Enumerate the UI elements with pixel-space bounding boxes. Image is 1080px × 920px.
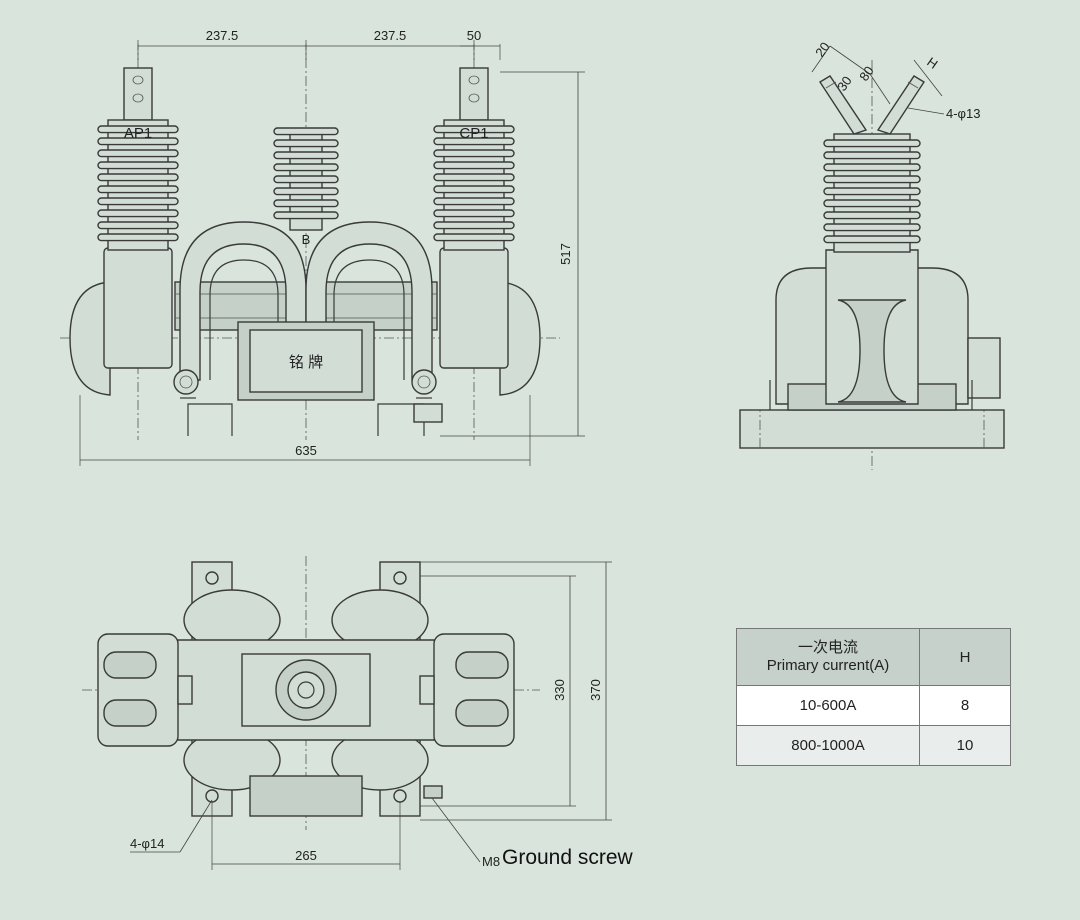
nameplate-label: 铭 牌 <box>289 354 323 371</box>
dim-right-span: 237.5 <box>374 28 407 43</box>
dim-terminal-width: 50 <box>467 28 481 43</box>
table-row: 800-1000A 10 <box>736 725 1011 766</box>
insulator-shed <box>433 233 515 242</box>
insulator-shed <box>273 175 339 184</box>
header-primary-current: 一次电流 Primary current(A) <box>736 628 920 686</box>
dim-30: 30 <box>834 73 855 93</box>
insulator-shed <box>273 211 339 220</box>
insulator-shed <box>273 151 339 160</box>
insulator-shed <box>97 185 179 194</box>
insulator-shed <box>823 163 921 172</box>
dim-inner-height: 330 <box>552 679 567 701</box>
insulator-shed <box>97 209 179 218</box>
dim-overall-width: 635 <box>295 443 317 458</box>
insulator-shed <box>97 197 179 206</box>
dim-80: 80 <box>856 63 877 83</box>
insulator-shed <box>97 137 179 146</box>
insulator-shed <box>97 125 179 134</box>
header-line-en: Primary current(A) <box>766 657 890 674</box>
insulator-shed <box>97 173 179 182</box>
insulator-shed <box>273 163 339 172</box>
insulator-shed <box>97 221 179 230</box>
insulator-shed <box>823 139 921 148</box>
table-row: 10-600A 8 <box>736 685 1011 726</box>
insulator-shed <box>823 235 921 244</box>
dim-20: 20 <box>812 39 833 59</box>
header-line-cn: 一次电流 <box>797 639 858 656</box>
insulator-shed <box>273 199 339 208</box>
side-holes-label: 4-φ13 <box>946 106 980 121</box>
dim-overall-height: 517 <box>558 243 573 265</box>
side-view: 20 30 80 H 4-φ13 <box>739 39 1005 470</box>
insulator-shed <box>273 127 339 136</box>
front-view: 铭 牌 AP1 CP1 B <box>60 28 585 466</box>
insulator-shed <box>433 161 515 170</box>
cell-current: 10-600A <box>736 685 920 726</box>
center-b-label: B <box>302 232 311 247</box>
top-view: M8 Ground screw 330 370 265 4-φ14 <box>82 556 634 870</box>
insulator-shed <box>433 221 515 230</box>
insulator-shed <box>433 173 515 182</box>
insulator-shed <box>433 197 515 206</box>
insulator-shed <box>97 149 179 158</box>
insulator-shed <box>433 149 515 158</box>
insulator-shed <box>823 175 921 184</box>
insulator-shed <box>433 185 515 194</box>
table-header-row: 一次电流 Primary current(A) H <box>736 628 1011 686</box>
insulator-shed <box>823 211 921 220</box>
cell-current: 800-1000A <box>736 725 920 766</box>
bushing-c-label: CP1 <box>459 125 488 142</box>
top-holes-label: 4-φ14 <box>130 836 164 851</box>
insulator-shed <box>823 187 921 196</box>
dim-outer-height: 370 <box>588 679 603 701</box>
screw-size-label: M8 <box>482 854 500 869</box>
dim-left-span: 237.5 <box>206 28 239 43</box>
insulator-shed <box>273 139 339 148</box>
cell-h: 10 <box>919 725 1011 766</box>
insulator-shed <box>433 137 515 146</box>
insulator-shed <box>823 199 921 208</box>
dim-mount-spacing: 265 <box>295 848 317 863</box>
bushing-a-label: AP1 <box>124 125 152 142</box>
insulator-shed <box>433 125 515 134</box>
cell-h: 8 <box>919 685 1011 726</box>
insulator-shed <box>823 151 921 160</box>
insulator-shed <box>273 187 339 196</box>
ground-screw-label: Ground screw <box>502 846 634 869</box>
primary-current-table: 一次电流 Primary current(A) H 10-600A 8 800-… <box>736 628 1011 766</box>
insulator-shed <box>97 161 179 170</box>
header-h: H <box>919 628 1011 686</box>
insulator-shed <box>433 209 515 218</box>
dim-h: H <box>924 54 940 72</box>
insulator-shed <box>97 233 179 242</box>
insulator-shed <box>823 223 921 232</box>
